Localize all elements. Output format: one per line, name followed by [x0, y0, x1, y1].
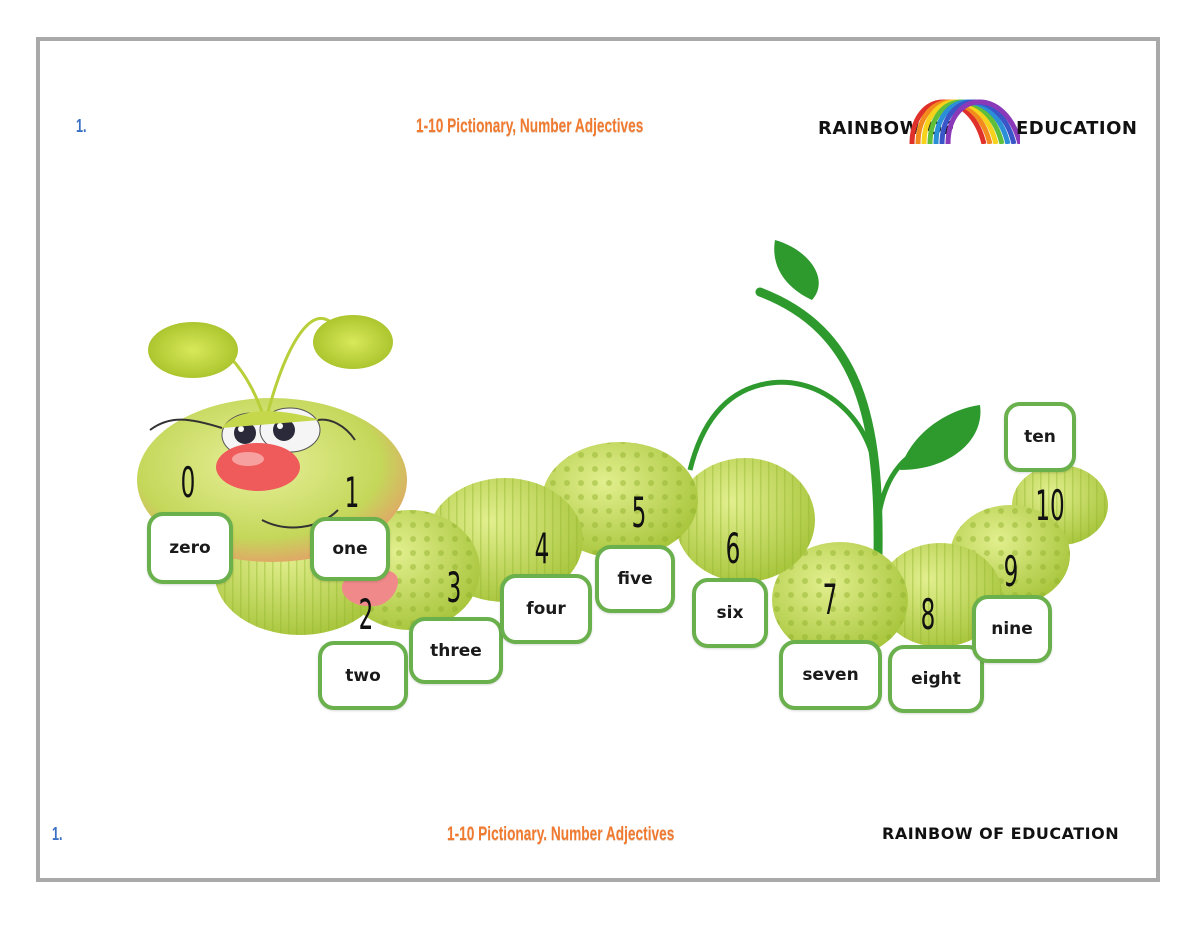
header-page-number: 1. [76, 116, 87, 136]
numeral-4: 4 [534, 524, 550, 573]
word-box-two: two [318, 641, 408, 710]
word-box-four: four [500, 574, 592, 644]
header-title: 1-10 Pictionary, Number Adjectives [416, 116, 644, 137]
nose-highlight [232, 452, 264, 466]
eyes-icon [149, 407, 356, 458]
word-box-ten: ten [1004, 402, 1076, 472]
brand-right-text: EDUCATION [1016, 118, 1138, 139]
word-box-eight: eight [888, 645, 984, 713]
numeral-1: 1 [344, 468, 360, 517]
footer-page-number: 1. [52, 824, 63, 844]
numeral-7: 7 [822, 575, 838, 624]
word-box-six: six [692, 578, 768, 648]
numeral-0: 0 [180, 458, 196, 507]
numeral-6: 6 [725, 524, 741, 573]
antenna-pompom-right [313, 315, 393, 369]
word-box-three: three [409, 617, 503, 684]
rainbow-logo-icon [909, 99, 1020, 144]
antenna-pompom-left [148, 322, 238, 378]
leaf-right-icon [900, 405, 981, 470]
word-box-five: five [595, 545, 675, 613]
numeral-9: 9 [1003, 547, 1019, 596]
nose-icon [216, 443, 300, 491]
leaf-top-icon [774, 240, 819, 300]
footer-brand: RAINBOW OF EDUCATION [882, 824, 1120, 843]
word-box-one: one [310, 517, 390, 581]
rainbow-arc [945, 99, 1020, 144]
word-box-seven: seven [779, 640, 882, 710]
footer-title: 1-10 Pictionary. Number Adjectives [447, 824, 675, 845]
numeral-3: 3 [446, 563, 462, 612]
numeral-2: 2 [358, 590, 374, 639]
word-box-zero: zero [147, 512, 233, 584]
header-brand-logo: RAINBOW OF EDUCATION [818, 99, 1137, 146]
numeral-10: 10 [1035, 481, 1065, 530]
numeral-8: 8 [920, 590, 936, 639]
word-box-nine: nine [972, 595, 1052, 663]
numeral-5: 5 [631, 488, 647, 537]
